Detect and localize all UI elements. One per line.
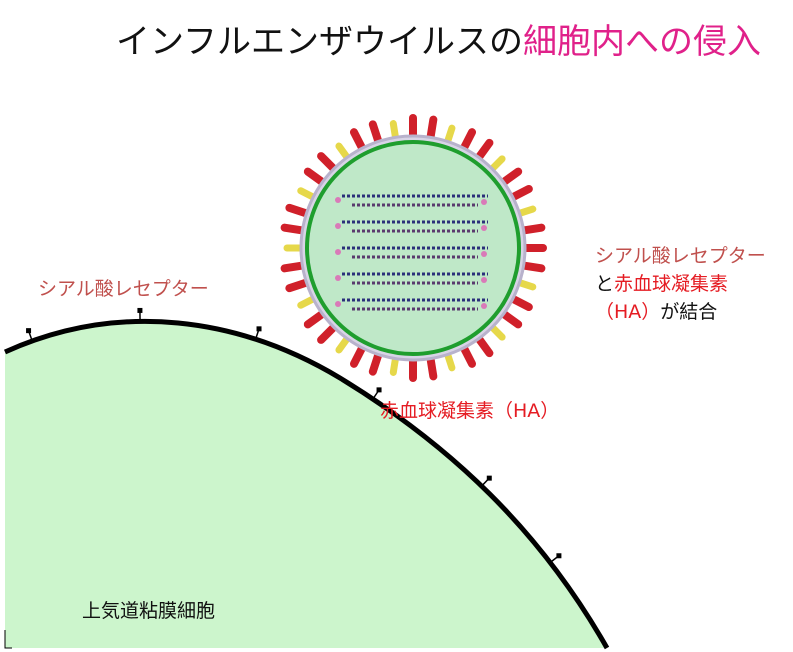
- hemagglutinin-spike: [280, 261, 307, 273]
- hemagglutinin-spike: [508, 294, 533, 312]
- hemagglutinin-label: 赤血球凝集素（HA）: [380, 400, 560, 422]
- virus-spikes: [280, 114, 547, 382]
- hemagglutinin-spike: [508, 184, 533, 202]
- rnp-end: [481, 303, 487, 309]
- hemagglutinin-spike: [303, 167, 327, 187]
- hemagglutinin-spike: [349, 128, 367, 153]
- hemagglutinin-spike: [285, 203, 311, 218]
- influenza-virus: [280, 114, 547, 382]
- hemagglutinin-spike: [349, 343, 367, 368]
- sialic-acid-receptors: [26, 307, 562, 564]
- rnp-end: [481, 225, 487, 231]
- hemagglutinin-spike: [459, 128, 477, 153]
- hemagglutinin-spike: [519, 223, 546, 235]
- rnp-end: [481, 251, 487, 257]
- rnp-end: [335, 249, 341, 255]
- hemagglutinin-spike: [303, 309, 327, 329]
- cell-label: 上気道粘膜細胞: [82, 600, 216, 622]
- info-line-1: シアル酸レセプター: [595, 245, 766, 267]
- receptor-label: シアル酸レセプター: [38, 278, 209, 300]
- neuraminidase-spike: [488, 323, 506, 341]
- neuraminidase-spike: [516, 205, 537, 217]
- hemagglutinin-spike: [459, 343, 477, 368]
- receptor-head: [137, 307, 143, 313]
- info-line-2-prefix: と: [595, 273, 615, 295]
- binding-info-box: シアル酸レセプター と赤血球凝集素 （HA）が結合: [595, 242, 766, 326]
- hemagglutinin-spike: [317, 323, 338, 344]
- info-line-3-suffix: が結合: [660, 301, 718, 323]
- title-main: インフルエンザウイルスの: [116, 22, 523, 62]
- viral-rnp-segments: [335, 194, 488, 311]
- rnp-end: [481, 199, 487, 205]
- rnp-end: [335, 275, 341, 281]
- receptor-head: [256, 326, 262, 332]
- rnp-end: [481, 277, 487, 283]
- neuraminidase-spike: [335, 335, 351, 354]
- hemagglutinin-spike: [474, 138, 494, 162]
- neuraminidase-spike: [444, 351, 456, 372]
- neuraminidase-spike: [335, 142, 351, 161]
- cell-left-edge: [4, 630, 12, 649]
- title-accent: 細胞内への侵入: [522, 22, 761, 62]
- neuraminidase-spike: [488, 155, 506, 173]
- rnp-end: [335, 223, 341, 229]
- hemagglutinin-spike: [285, 278, 311, 293]
- hemagglutinin-spike: [474, 334, 494, 358]
- hemagglutinin-spike: [426, 115, 438, 142]
- neuraminidase-spike: [516, 279, 537, 291]
- info-line-2-red: 赤血球凝集素: [614, 273, 729, 295]
- rnp-end: [335, 301, 341, 307]
- cell-membrane: [3, 318, 610, 650]
- hemagglutinin-spike: [499, 167, 523, 187]
- hemagglutinin-spike: [317, 152, 338, 173]
- neuraminidase-spike: [389, 120, 399, 141]
- hemagglutinin-spike: [368, 350, 383, 376]
- neuraminidase-spike: [389, 355, 399, 376]
- hemagglutinin-spike: [368, 120, 383, 146]
- receptor-head: [376, 387, 382, 393]
- rnp-end: [335, 197, 341, 203]
- hemagglutinin-spike: [280, 223, 307, 235]
- neuraminidase-spike: [444, 124, 456, 145]
- hemagglutinin-spike: [499, 309, 523, 329]
- info-line-3-red: （HA）: [595, 301, 661, 323]
- receptor-head: [26, 328, 32, 334]
- neuraminidase-spike: [297, 187, 317, 201]
- hemagglutinin-spike: [426, 354, 438, 381]
- page-title: インフルエンザウイルスの細胞内への侵入: [116, 14, 761, 63]
- neuraminidase-spike: [297, 295, 317, 309]
- hemagglutinin-spike: [519, 261, 546, 273]
- receptor-head: [486, 475, 492, 481]
- receptor-head: [556, 553, 562, 559]
- epithelial-cell: [5, 321, 607, 648]
